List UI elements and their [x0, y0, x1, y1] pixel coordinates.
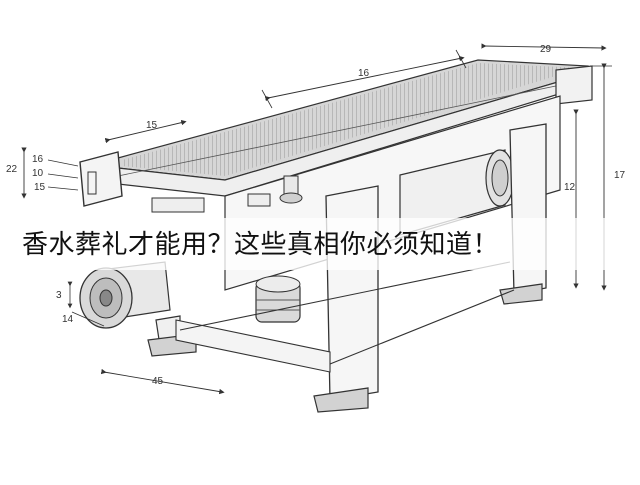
- dim-head-width: 15: [146, 120, 158, 131]
- dim-side-upper: 16: [32, 154, 44, 165]
- headline-band: [0, 218, 640, 270]
- belt-texture: [122, 63, 582, 176]
- front-roller: [79, 261, 171, 329]
- dim-side-mid: 10: [32, 168, 44, 179]
- drive-motor: [399, 149, 515, 236]
- dim-total-height: 17: [614, 170, 626, 181]
- dim-inner-height: 12: [564, 182, 576, 193]
- dim-base-length: 45: [152, 376, 164, 387]
- dim-roller-gap: 3: [56, 290, 62, 301]
- base-rail: [175, 319, 331, 373]
- tail-frame: [555, 65, 593, 105]
- headline-text: 香水葬礼才能用？这些真相你必须知道！: [22, 230, 500, 260]
- head-plate: [79, 151, 123, 207]
- dim-side-lower: 15: [34, 182, 46, 193]
- dim-roller-dia: 14: [62, 314, 74, 325]
- dim-top-width: 29: [540, 44, 552, 55]
- dim-side-height: 22: [6, 164, 18, 175]
- gear-box: [255, 275, 301, 323]
- dim-belt-length: 16: [358, 68, 370, 79]
